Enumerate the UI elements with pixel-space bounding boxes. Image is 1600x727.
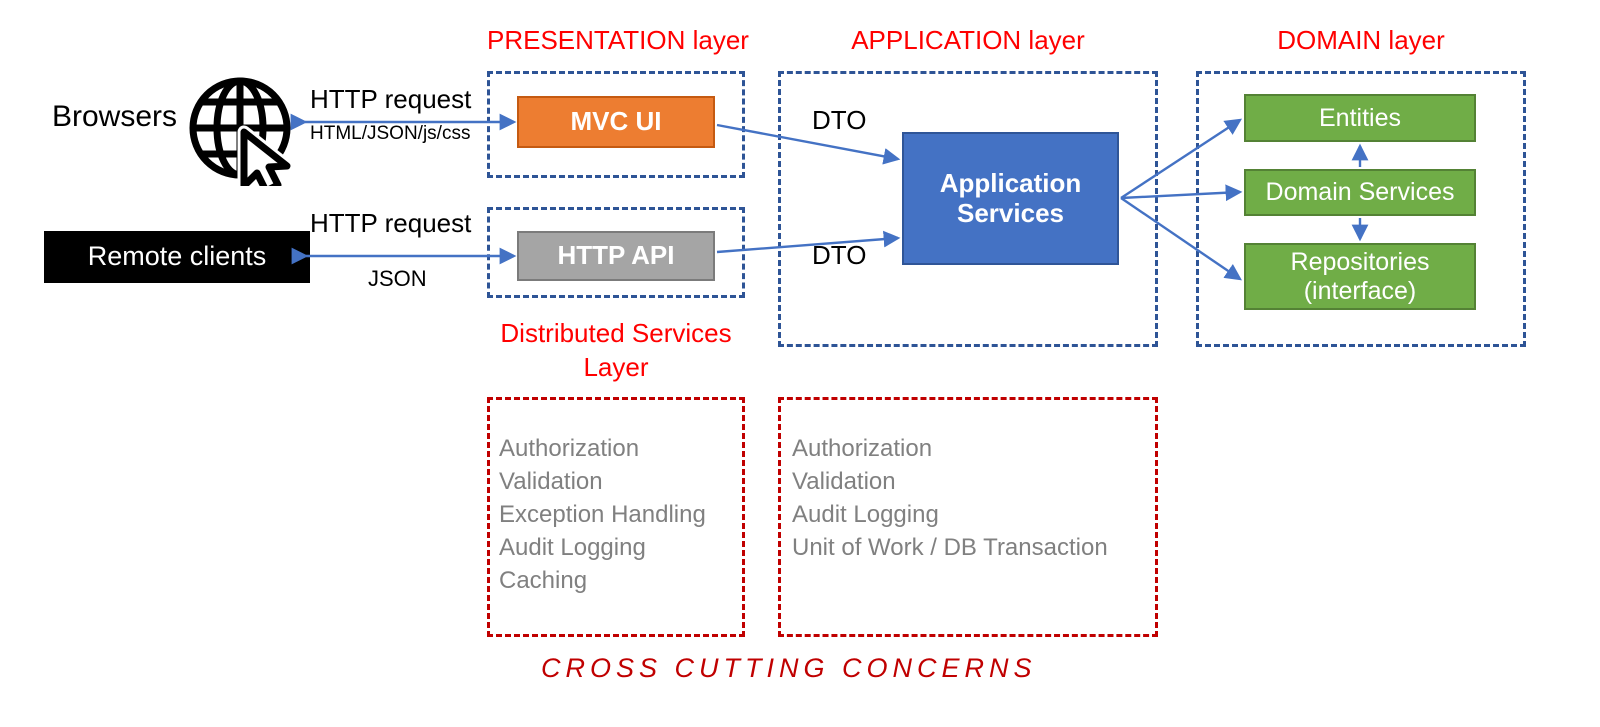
remote-clients-label: Remote clients [87,241,267,272]
presentation-crosscutting-container [487,397,745,637]
remote-response-label: JSON [368,266,427,291]
presentation-crosscutting-list: Authorization Validation Exception Handl… [499,432,739,597]
mvc-ui-label: MVC UI [570,106,662,137]
dto-lower-label: DTO [812,240,867,270]
list-item: Unit of Work / DB Transaction [792,534,1108,561]
domain-layer-title: DOMAIN layer [1277,25,1445,55]
browser-response-label: HTML/JSON/js/css [310,123,471,144]
domain-repositories-label-line1: Repositories [1290,247,1430,276]
crosscutting-caption: CROSS CUTTING CONCERNS [541,653,1037,683]
distributed-services-layer-title-line1: Distributed Services [500,318,732,348]
browser-http-request-label: HTTP request [310,84,472,114]
domain-services-label: Domain Services [1265,178,1455,207]
distributed-services-layer-title-line2: Layer [583,352,649,382]
application-services-box[interactable]: Application Services [902,132,1119,265]
list-item: Exception Handling [499,501,706,528]
distributed-services-layer-title: Distributed Services Layer [487,316,745,384]
list-item: Caching [499,567,588,594]
browsers-label: Browsers [52,100,178,133]
domain-repositories-box[interactable]: Repositories (interface) [1244,243,1476,310]
dto-upper-label: DTO [812,105,867,135]
application-crosscutting-list: Authorization Validation Audit Logging U… [792,432,1152,564]
remote-clients-box: Remote clients [44,231,310,283]
application-services-label-line1: Application [939,167,1082,198]
domain-entities-label: Entities [1319,103,1401,132]
application-layer-title: APPLICATION layer [851,25,1085,55]
list-item: Validation [499,468,603,495]
domain-entities-box[interactable]: Entities [1244,94,1476,142]
list-item: Audit Logging [792,501,939,528]
mvc-ui-box[interactable]: MVC UI [517,96,715,148]
list-item: Authorization [499,435,640,462]
presentation-layer-title: PRESENTATION layer [487,25,749,55]
application-crosscutting-container [778,397,1158,637]
remote-http-request-label: HTTP request [310,208,472,238]
domain-repositories-label-line2: (interface) [1303,276,1417,305]
list-item: Authorization [792,435,933,462]
domain-services-box[interactable]: Domain Services [1244,169,1476,216]
http-api-box[interactable]: HTTP API [517,231,715,281]
http-api-label: HTTP API [557,240,675,271]
list-item: Audit Logging [499,534,646,561]
application-services-label-line2: Services [957,197,1064,228]
globe-cursor-icon [186,74,298,186]
list-item: Validation [792,468,896,495]
